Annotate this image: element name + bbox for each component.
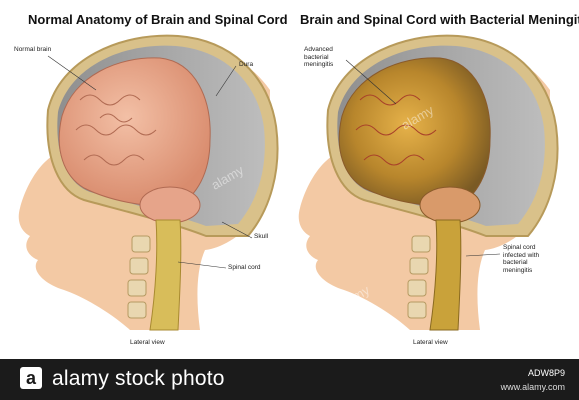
left-caption: Lateral view	[130, 339, 165, 346]
label-skull: Skull	[254, 233, 269, 240]
label-cord-infected: Spinal cord infected with bacterial meni…	[503, 244, 540, 274]
label-normal-brain: Normal brain	[14, 46, 52, 53]
right-vertebrae	[407, 235, 431, 319]
anatomy-illustration	[18, 34, 559, 331]
left-panel-title: Normal Anatomy of Brain and Spinal Cord	[28, 12, 288, 27]
label-advanced-meningitis: Advanced bacterial meningitis	[304, 46, 334, 68]
right-panel-title: Brain and Spinal Cord with Bacterial Men…	[300, 12, 579, 27]
right-cerebellum	[419, 186, 481, 224]
footer-bar: a alamy stock photo ADW8P9 www.alamy.com	[0, 359, 579, 400]
right-head	[298, 34, 559, 331]
label-dura: Dura	[239, 61, 254, 68]
site-url: www.alamy.com	[500, 382, 565, 392]
right-infected-brain	[338, 57, 491, 207]
alamy-logo-icon: a	[20, 367, 42, 389]
brand-text: alamy stock photo	[52, 367, 225, 390]
left-vertebrae	[127, 235, 151, 319]
left-spinal-cord	[149, 219, 182, 331]
left-head	[18, 34, 279, 331]
image-id: ADW8P9	[527, 368, 565, 378]
right-spinal-cord	[429, 219, 462, 331]
right-caption: Lateral view	[413, 339, 448, 346]
leader-lines	[47, 55, 501, 269]
left-cerebellum	[139, 186, 201, 224]
left-brain	[58, 57, 211, 207]
label-spinal-cord: Spinal cord	[228, 264, 261, 271]
